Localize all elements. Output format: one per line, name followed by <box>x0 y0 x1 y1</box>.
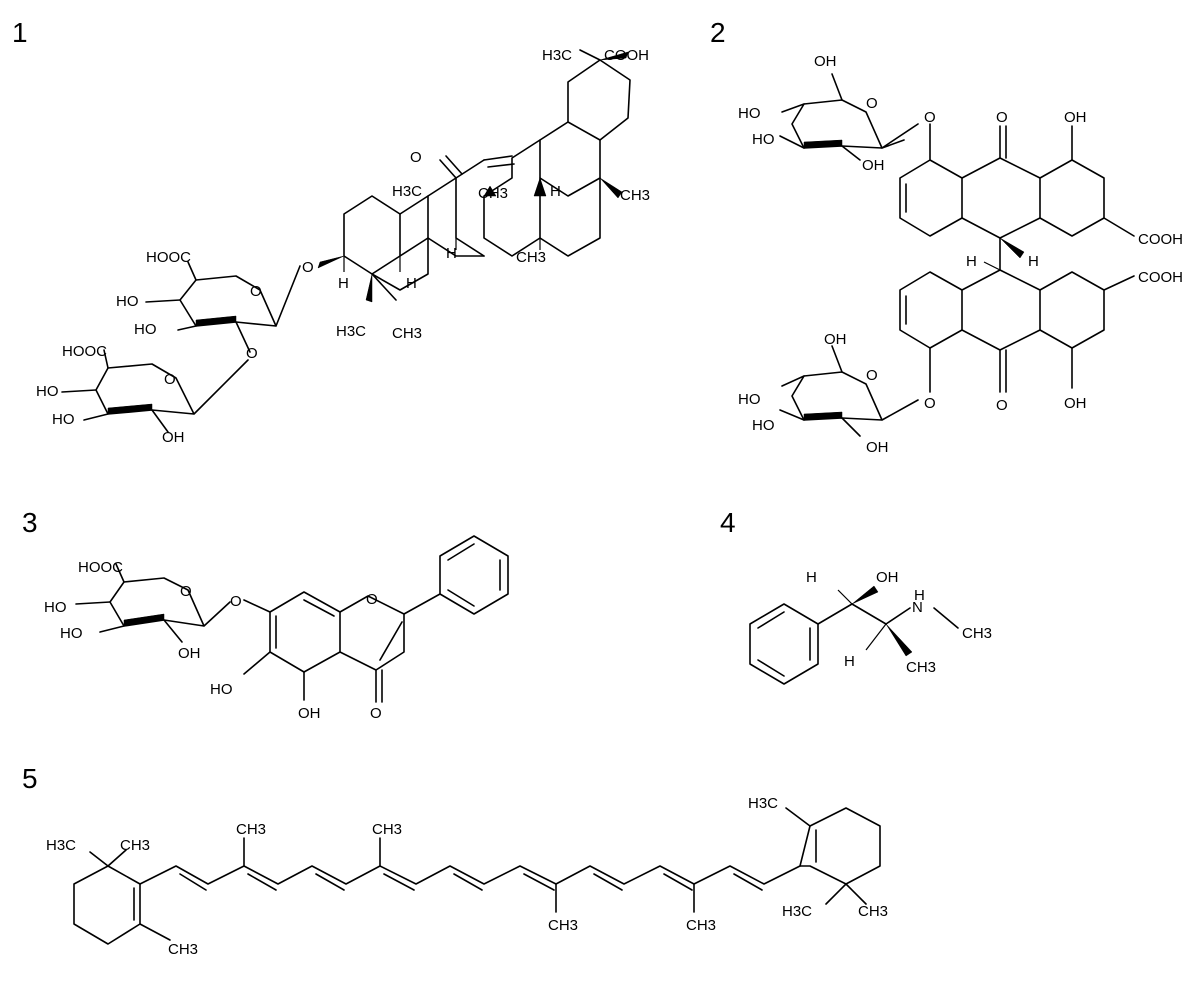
c5-h3c-right-2: H3C <box>782 903 812 920</box>
c1-oh-1: OH <box>162 429 185 446</box>
c2-ho-4: HO <box>752 417 775 434</box>
c2-h-2: H <box>1028 253 1039 270</box>
c5-h3c-right-1: H3C <box>748 795 778 812</box>
c2-oh-r1: OH <box>1064 109 1087 126</box>
c2-oh-2: OH <box>866 439 889 456</box>
c1-o-ring-1: O <box>250 283 262 300</box>
structure-compound-5: H3C CH3 CH3 CH3 CH3 CH3 CH3 H3C H3C CH3 <box>46 795 888 958</box>
c3-ho-1: HO <box>44 599 67 616</box>
c4-h-top: H <box>806 569 817 586</box>
structure-compound-2: OH HO O HO O O OH OH COOH H H COOH OH HO… <box>738 53 1183 456</box>
c1-o-link: O <box>302 259 314 276</box>
label-compound-3: 3 <box>22 507 38 538</box>
c1-ch3-c: CH3 <box>516 249 546 266</box>
c1-hooc-2: HOOC <box>62 343 107 360</box>
c1-ho-1: HO <box>116 293 139 310</box>
c5-ch3-left-1: CH3 <box>120 837 150 854</box>
c2-o-ring-1: O <box>866 95 878 112</box>
c2-o-ring-2: O <box>866 367 878 384</box>
label-compound-2: 2 <box>710 17 726 48</box>
c3-o-pyran: O <box>366 591 378 608</box>
c2-oh-top-2: OH <box>824 331 847 348</box>
c1-h3c-b: H3C <box>336 323 366 340</box>
c5-ch3-right-2: CH3 <box>858 903 888 920</box>
c2-o-ketone-1: O <box>996 109 1008 126</box>
label-compound-4: 4 <box>720 507 736 538</box>
c4-ch3: CH3 <box>906 659 936 676</box>
structure-compound-1: H3C COOH O CH3 H3C CH3 H H CH3 O H H H3C… <box>36 47 650 446</box>
c1-h3c-top: H3C <box>542 47 572 64</box>
c3-o-ring: O <box>180 583 192 600</box>
c3-ho-2: HO <box>60 625 83 642</box>
c3-o-ketone: O <box>370 705 382 722</box>
c1-o-link-2: O <box>246 345 258 362</box>
c5-ch3-mid-4: CH3 <box>686 917 716 934</box>
c2-oh-1: OH <box>862 157 885 174</box>
c1-ketone-o: O <box>410 149 422 166</box>
c3-oh-2: OH <box>298 705 321 722</box>
c5-ch3-left-2: CH3 <box>168 941 198 958</box>
label-compound-1: 1 <box>12 17 28 48</box>
c2-ho-3: HO <box>738 391 761 408</box>
c3-ho-3: HO <box>210 681 233 698</box>
c1-h-b: H <box>446 245 457 262</box>
c4-ch3-n: CH3 <box>962 625 992 642</box>
c1-ho-4: HO <box>52 411 75 428</box>
c2-ho-2: HO <box>752 131 775 148</box>
c1-h-d: H <box>406 275 417 292</box>
c2-cooh-1: COOH <box>1138 231 1183 248</box>
structure-compound-4: H OH H N CH3 H CH3 <box>749 569 992 685</box>
c1-ch3-d: CH3 <box>392 325 422 342</box>
c3-oh-1: OH <box>178 645 201 662</box>
c5-h3c-left-1: H3C <box>46 837 76 854</box>
c1-ho-2: HO <box>134 321 157 338</box>
c3-o-link: O <box>230 593 242 610</box>
c2-ho-1: HO <box>738 105 761 122</box>
c1-h-c: H <box>338 275 349 292</box>
c1-cooh-top: COOH <box>604 47 649 64</box>
c1-hooc-1: HOOC <box>146 249 191 266</box>
c2-o-link-2: O <box>924 395 936 412</box>
c1-h3c-a: H3C <box>392 183 422 200</box>
c1-ch3-b: CH3 <box>478 185 508 202</box>
c4-h-bottom: H <box>844 653 855 670</box>
structure-compound-3: HOOC O O O HO HO OH HO OH O <box>44 535 509 722</box>
c4-n: N <box>912 599 923 616</box>
c1-h-a: H <box>550 183 561 200</box>
c2-h-1: H <box>966 253 977 270</box>
c4-nh-h: H <box>914 587 925 604</box>
c5-ch3-mid-3: CH3 <box>548 917 578 934</box>
c2-o-link-1: O <box>924 109 936 126</box>
c2-o-ketone-2: O <box>996 397 1008 414</box>
c2-oh-top: OH <box>814 53 837 70</box>
label-compound-5: 5 <box>22 763 38 794</box>
c2-cooh-2: COOH <box>1138 269 1183 286</box>
c3-hooc: HOOC <box>78 559 123 576</box>
c4-oh: OH <box>876 569 899 586</box>
c2-oh-r2: OH <box>1064 395 1087 412</box>
c1-ch3-a: CH3 <box>620 187 650 204</box>
c5-ch3-mid-1: CH3 <box>236 821 266 838</box>
c1-ho-3: HO <box>36 383 59 400</box>
c5-ch3-mid-2: CH3 <box>372 821 402 838</box>
c1-o-ring-2: O <box>164 371 176 388</box>
